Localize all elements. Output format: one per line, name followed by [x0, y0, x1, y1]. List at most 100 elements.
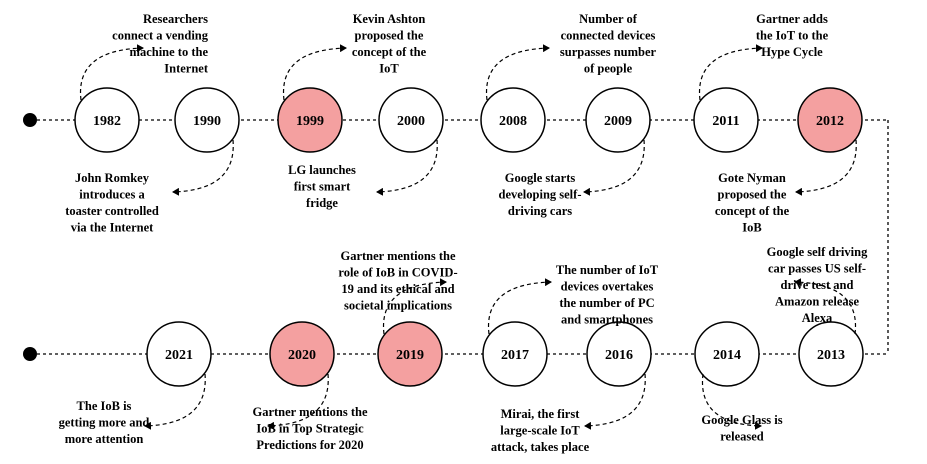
event-text-line: developing self- [499, 188, 582, 202]
year-node-2020: 2020 [269, 321, 335, 387]
event-text-line: driving cars [508, 204, 572, 218]
event-text-line: getting more and [59, 416, 150, 430]
event-text-line: surpasses number [560, 45, 657, 59]
year-node-1990: 1990 [174, 87, 240, 153]
event-text-line: machine to the [130, 45, 209, 59]
event-text-line: IoT [379, 62, 399, 76]
year-label: 2011 [712, 114, 739, 129]
year-label: 2017 [501, 348, 529, 363]
year-label: 2008 [499, 114, 527, 129]
year-circle [586, 321, 652, 387]
year-node-1982: 1982 [74, 87, 140, 153]
event-text-line: connected devices [561, 29, 656, 43]
year-label: 2021 [165, 348, 193, 363]
event-text-line: Mirai, the first [501, 407, 581, 421]
event-label-2021: The IoB is getting more and more attention [59, 399, 150, 446]
event-label-1999: Kevin Ashton proposed the concept of theIo… [352, 12, 427, 76]
year-circle [269, 321, 335, 387]
year-circle [377, 321, 443, 387]
event-text-line: societal implications [344, 299, 452, 313]
event-text-line: concept of the [715, 204, 790, 218]
event-text-line: Google self driving [767, 245, 868, 259]
year-node-2016: 2016 [586, 321, 652, 387]
event-text-line: role of IoB in COVID- [338, 266, 457, 280]
event-text-line: John Romkey [75, 171, 150, 185]
event-text-line: via the Internet [71, 221, 154, 235]
event-arrow-2016 [584, 373, 646, 430]
year-label: 2020 [288, 348, 316, 363]
year-label: 1999 [296, 114, 324, 129]
event-text-line: connect a vending [112, 29, 209, 43]
year-node-2014: 2014 [694, 321, 760, 387]
event-label-2013: Google self driving car passes US self-dr… [767, 245, 868, 325]
event-arrow-2009 [583, 139, 645, 196]
timeline-start-dot-top [23, 113, 37, 127]
event-label-2017: The number of IoT devices overtakes the nu… [556, 263, 659, 327]
event-text-line: devices overtakes [561, 280, 654, 294]
year-label: 2019 [396, 348, 424, 363]
event-text-line: Gartner adds [756, 12, 828, 26]
year-label: 2016 [605, 348, 633, 363]
year-label: 2012 [816, 114, 844, 129]
event-text-line: and smartphones [561, 313, 653, 327]
event-text-line: The IoB is [77, 399, 132, 413]
event-text-line: released [720, 430, 764, 444]
year-node-2019: 2019 [377, 321, 443, 387]
year-node-2009: 2009 [585, 87, 651, 153]
event-text-line: first smart [294, 180, 351, 194]
event-text-line: IoB in Top Strategic [256, 422, 364, 436]
event-text-line: Alexa [802, 311, 833, 325]
year-node-2017: 2017 [482, 321, 548, 387]
event-text-line: proposed the [718, 188, 787, 202]
event-arrow-2014 [701, 373, 762, 430]
event-text-line: introduces a [79, 188, 145, 202]
event-text-line: Number of [579, 12, 638, 26]
year-node-2008: 2008 [480, 87, 546, 153]
year-circle [585, 87, 651, 153]
event-text-line: fridge [306, 196, 338, 210]
event-arrow-2011 [698, 44, 763, 101]
event-arrow-2013 [794, 278, 857, 335]
event-arrow-2021 [144, 373, 206, 430]
year-label: 2000 [397, 114, 425, 129]
event-text-line: car passes US self- [768, 262, 866, 276]
event-arrow-2012 [795, 139, 857, 196]
event-text-line: Google Glass is [701, 413, 782, 427]
year-circle [797, 87, 863, 153]
year-node-2000: 2000 [378, 87, 444, 153]
event-text-line: more attention [65, 432, 144, 446]
event-text-line: drive test and [781, 278, 854, 292]
event-text-line: Kevin Ashton [353, 12, 426, 26]
year-circle [694, 321, 760, 387]
event-text-line: Gartner mentions the [340, 249, 455, 263]
event-text-line: The number of IoT [556, 263, 659, 277]
event-label-2014: Google Glass is released [701, 413, 782, 444]
event-text-line: Hype Cycle [761, 45, 823, 59]
event-text-line: Predictions for 2020 [256, 438, 363, 452]
event-text-line: Amazon release [775, 295, 860, 309]
event-text-line: IoB [742, 221, 761, 235]
year-circle [277, 87, 343, 153]
year-label: 2009 [604, 114, 632, 129]
year-circle [480, 87, 546, 153]
event-arrow-2000 [376, 139, 438, 196]
year-label: 1982 [93, 114, 121, 129]
event-text-line: Researchers [143, 12, 208, 26]
year-node-2011: 2011 [693, 87, 759, 153]
year-circle [482, 321, 548, 387]
event-arrow-2017 [487, 278, 552, 335]
event-text-line: proposed the [355, 29, 424, 43]
year-circle [174, 87, 240, 153]
event-text-line: of people [584, 62, 633, 76]
event-text-line: the number of PC [559, 296, 654, 310]
year-node-2013: 2013 [798, 321, 864, 387]
event-text-line: the IoT to the [756, 29, 829, 43]
event-text-line: concept of the [352, 45, 427, 59]
year-label: 2014 [713, 348, 741, 363]
